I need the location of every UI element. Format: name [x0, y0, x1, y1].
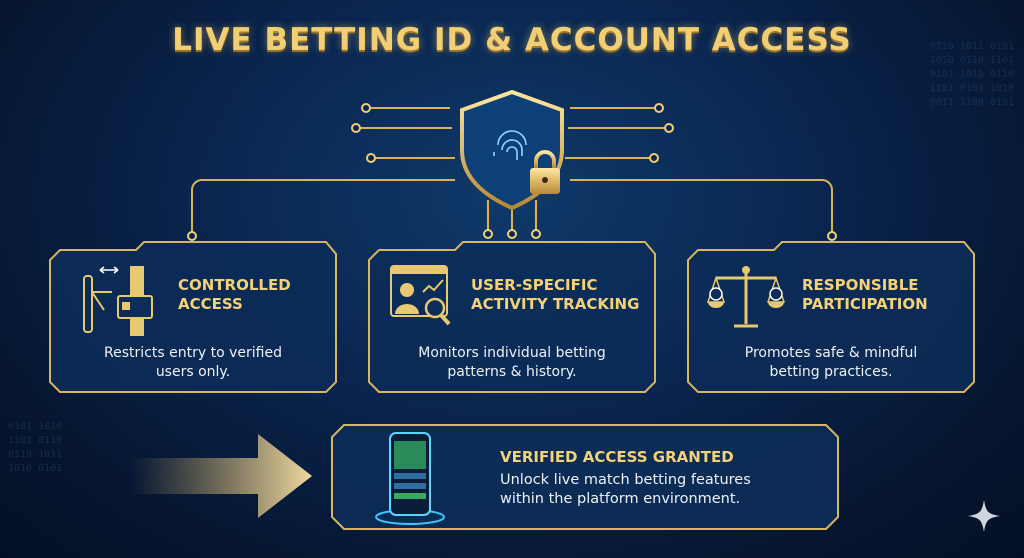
binary-pattern-right: 0110 1011 0101 1010 0110 1101 0101 1010 …: [929, 41, 1014, 108]
binary-pattern-left: 0101 1010 1101 0110 0110 1011 1010 0101: [8, 421, 63, 474]
user-analytics-magnifier-icon: [390, 265, 451, 326]
card-description: Promotes safe & mindful: [744, 345, 918, 361]
granted-title: VERIFIED ACCESS GRANTED: [500, 448, 734, 466]
card-title: ACCESS: [178, 295, 243, 313]
card-title: RESPONSIBLE: [802, 276, 919, 294]
card-title: ACTIVITY TRACKING: [471, 295, 640, 313]
card-title: PARTICIPATION: [802, 295, 928, 313]
sparkle-icon: [968, 500, 1000, 532]
arrow-right-icon: [130, 434, 312, 518]
card-title: USER-SPECIFIC: [471, 276, 598, 294]
card-description: patterns & history.: [447, 364, 577, 380]
balance-scale-icon: [706, 266, 786, 328]
granted-description: within the platform environment.: [500, 491, 741, 507]
card-description: Monitors individual betting: [418, 345, 606, 361]
page-title: LIVE BETTING ID & ACCOUNT ACCESS: [172, 22, 852, 58]
card-title: CONTROLLED: [178, 276, 291, 294]
turnstile-id-card-icon: [83, 266, 153, 336]
shield-fingerprint-lock-icon: [460, 89, 564, 211]
smartphone-app-icon: [375, 432, 445, 525]
card-description: users only.: [155, 364, 231, 380]
card-description: Restricts entry to verified: [104, 345, 282, 361]
granted-description: Unlock live match betting features: [500, 472, 751, 488]
card-description: betting practices.: [769, 364, 893, 380]
card-verified-access-granted: VERIFIED ACCESS GRANTED Unlock live matc…: [330, 423, 840, 531]
